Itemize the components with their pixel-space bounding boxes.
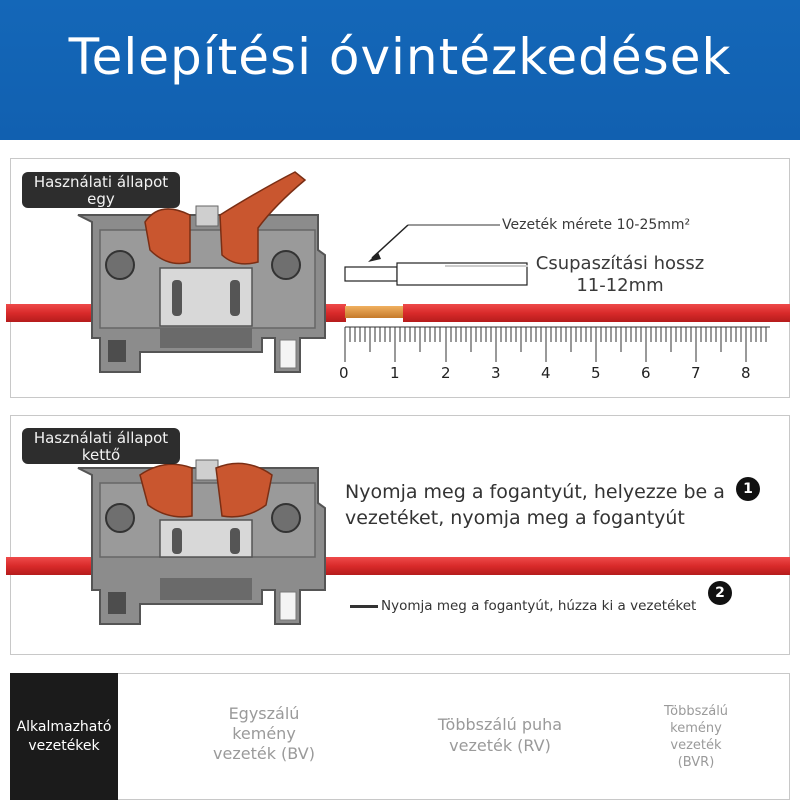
- applicable-wires-section: [10, 673, 790, 800]
- ruler-label: 8: [741, 364, 751, 382]
- wire-size-diagram: [344, 224, 790, 322]
- insulated-wire: [403, 304, 790, 322]
- usage-state-one-badge: Használati állapot egy: [22, 172, 180, 208]
- wire-type-label: Többszálú kemény vezeték (BVR): [663, 704, 729, 770]
- wire-size-label: Vezeték mérete 10-25mm²: [502, 217, 691, 233]
- ruler-label: 5: [591, 364, 601, 382]
- wire-type-label: Egyszálú kemény vezeték (BV): [213, 704, 315, 763]
- step1-instruction: Nyomja meg a fogantyút, helyezze be a ve…: [345, 481, 725, 529]
- page-title: Telepítési óvintézkedések: [68, 28, 732, 86]
- ruler: [344, 326, 770, 362]
- ruler-label: 7: [691, 364, 701, 382]
- usage-state-two-badge: Használati állapot kettő: [22, 428, 180, 464]
- terminal-block-two: [6, 459, 790, 625]
- terminal-block-one: [6, 171, 346, 373]
- strip-length-label: Csupaszítási hossz 11-12mm: [535, 253, 705, 296]
- stripped-copper-end: [345, 306, 403, 318]
- step2-number-badge: 2: [708, 581, 732, 605]
- ruler-label: 6: [641, 364, 651, 382]
- step2-dash: [350, 605, 378, 608]
- step2-instruction: Nyomja meg a fogantyút, húzza ki a vezet…: [381, 598, 697, 614]
- ruler-label: 2: [441, 364, 451, 382]
- ruler-label: 1: [390, 364, 400, 382]
- header-banner: Telepítési óvintézkedések: [0, 0, 800, 140]
- ruler-label: 0: [339, 364, 349, 382]
- applicable-wires-label: Alkalmazható vezetékek: [10, 673, 118, 800]
- wire-type-label: Többszálú puha vezeték (RV): [437, 715, 563, 755]
- ruler-label: 3: [491, 364, 501, 382]
- step1-number-badge: 1: [736, 477, 760, 501]
- ruler-label: 4: [541, 364, 551, 382]
